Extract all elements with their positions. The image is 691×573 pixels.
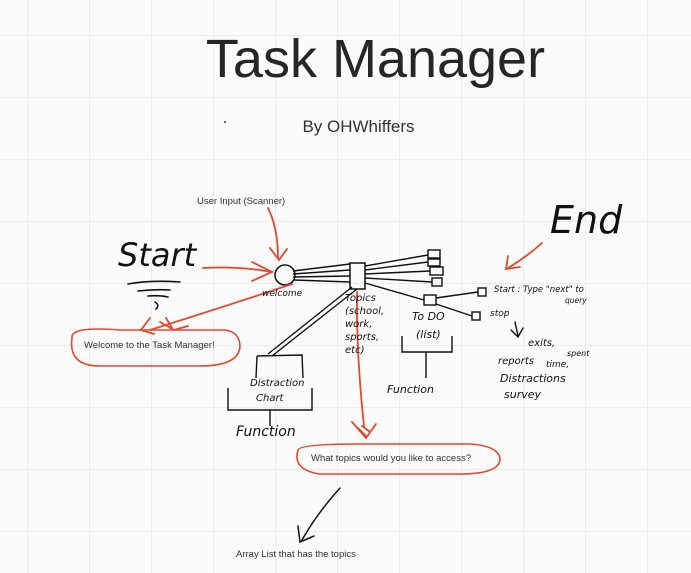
- topics-to-question-arrow: [351, 291, 377, 440]
- exit-item-time: time,: [546, 360, 570, 370]
- topics-branch-lines: [267, 254, 433, 357]
- start-command-label: Start : Type "next" to: [494, 285, 584, 295]
- topics-line: work,: [345, 319, 373, 330]
- array-list-note: Array List that has the topics: [236, 549, 356, 560]
- welcome-to-topics-lines: [292, 263, 351, 283]
- topics-line: Topics: [345, 293, 376, 304]
- todo-bracket: [401, 336, 453, 378]
- exit-item-spent: spent: [567, 349, 590, 358]
- distraction-chart-bracket: [227, 388, 313, 426]
- todo-command-lines: [435, 287, 487, 321]
- stop-to-exit-arrow: [510, 321, 524, 339]
- start-command-label-2: query: [565, 296, 587, 305]
- distraction-chart-box: [255, 354, 304, 379]
- distraction-chart-label: Distraction Chart: [250, 376, 305, 406]
- distraction-chart-line: Distraction: [250, 378, 305, 389]
- exit-item-survey: survey: [504, 388, 542, 401]
- start-scribble: [127, 280, 181, 310]
- end-label: End: [550, 198, 623, 242]
- welcome-label: welcome: [262, 289, 303, 299]
- chart-function-label: Function: [236, 424, 296, 440]
- question-to-array-arrow: [297, 487, 341, 544]
- topics-line: (school,: [345, 306, 385, 317]
- todo-label: To DO (list): [412, 308, 445, 344]
- todo-function-label: Function: [387, 383, 434, 396]
- welcome-message-outline: [70, 328, 241, 367]
- end-to-start-arrow: [504, 242, 543, 271]
- topics-label: Topics (school, work, sports, etc): [345, 292, 384, 357]
- topics-node: [349, 262, 366, 290]
- start-label: Start: [118, 236, 197, 274]
- page-subtitle: By OHWhiffers: [302, 117, 415, 136]
- user-input-note: User Input (Scanner): [197, 196, 286, 207]
- question-outline: [296, 443, 501, 475]
- topics-line: sports,: [345, 332, 380, 343]
- topics-question-note: What topics would you like to access?: [311, 453, 471, 464]
- todo-line: To DO: [412, 310, 445, 323]
- distraction-chart-line: Chart: [256, 393, 284, 404]
- input-to-welcome-arrow: [267, 207, 288, 262]
- exit-item-exits: exits,: [528, 338, 556, 349]
- exit-item-distractions: Distractions: [500, 372, 566, 385]
- branch-boxes: [423, 249, 444, 306]
- page-title: Task Manager: [205, 29, 546, 89]
- start-to-welcome-arrow: [202, 261, 275, 282]
- exit-item-reports: reports: [498, 356, 534, 367]
- stop-command-label: stop: [490, 309, 510, 319]
- welcome-node: [274, 264, 296, 286]
- topics-line: etc): [345, 345, 365, 356]
- todo-line: (list): [415, 328, 441, 341]
- welcome-message-note: Welcome to the Task Manager!: [84, 340, 215, 351]
- stray-dot: [224, 121, 226, 123]
